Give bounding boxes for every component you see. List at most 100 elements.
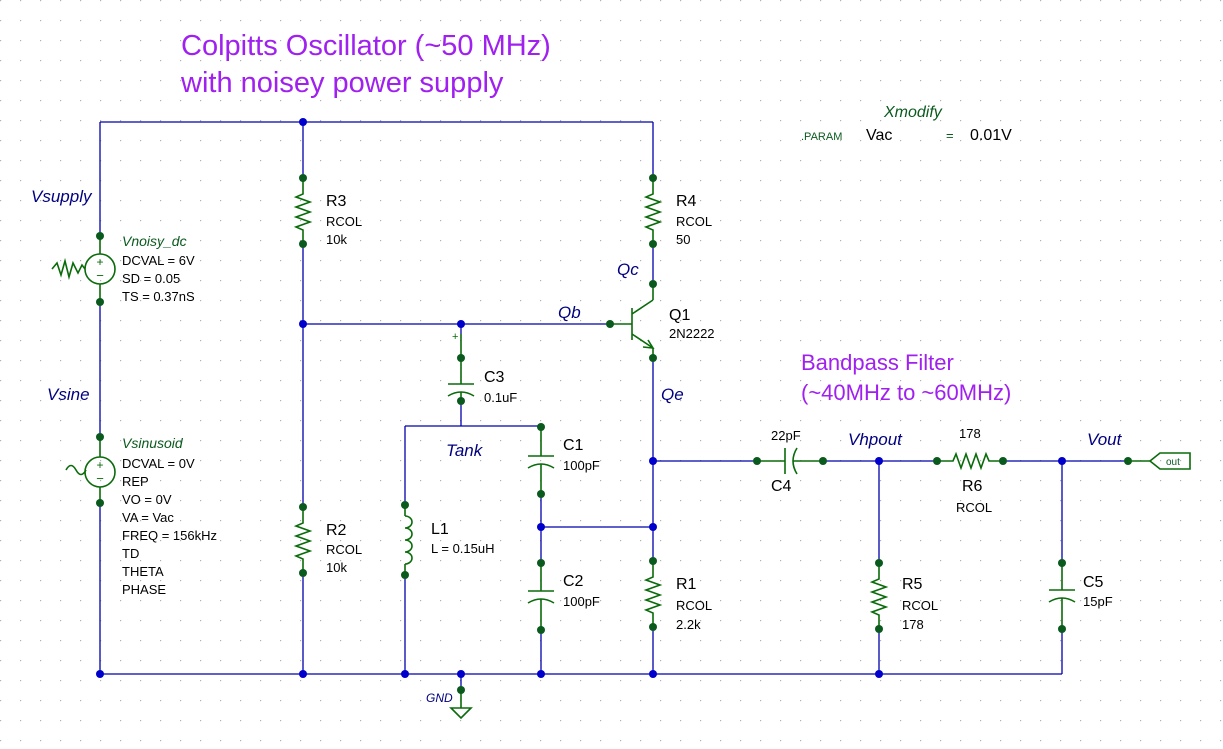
component-value: 10k	[326, 232, 347, 247]
component-model: RCOL	[902, 598, 938, 613]
resistor-r1[interactable]	[643, 557, 663, 631]
noise-voltage-source[interactable]: + −	[51, 232, 116, 306]
capacitor-c3[interactable]: +	[447, 331, 475, 405]
resistor-r3[interactable]	[293, 174, 313, 248]
component-value: 178	[959, 426, 981, 441]
label-c1: C1 100pF	[563, 437, 600, 473]
param-keyword: .PARAM	[801, 131, 842, 143]
sine-source-label: Vsinusoid DCVAL = 0V REP VO = 0V VA = Va…	[122, 435, 217, 597]
component-model: RCOL	[956, 500, 992, 515]
capacitor-c4[interactable]	[753, 447, 827, 475]
resistor-r5[interactable]	[869, 559, 889, 633]
component-value: 15pF	[1083, 594, 1113, 609]
source-param: REP	[122, 474, 149, 489]
title-line-1: Colpitts Oscillator (~50 MHz)	[181, 30, 551, 62]
label-r4: R4 RCOL 50	[676, 193, 712, 247]
capacitor-c2[interactable]	[527, 559, 555, 634]
label-r6: 178 R6 RCOL	[956, 426, 992, 515]
component-value: 50	[676, 232, 690, 247]
resistor-r6[interactable]	[933, 451, 1007, 471]
component-model: 2N2222	[669, 326, 715, 341]
label-q1: Q1 2N2222	[669, 307, 715, 341]
component-ref: C1	[563, 437, 584, 454]
source-name: Vsinusoid	[122, 435, 184, 451]
component-value: 22pF	[771, 428, 801, 443]
output-port-label: out	[1166, 457, 1180, 468]
title-line-2: with noisey power supply	[180, 67, 504, 99]
svg-text:−: −	[96, 268, 104, 283]
param-equals: =	[946, 128, 954, 143]
source-param: THETA	[122, 564, 164, 579]
component-ref: Q1	[669, 307, 690, 324]
net-label-gnd: GND	[426, 691, 453, 705]
component-ref: C4	[771, 478, 792, 495]
param-value: 0.01V	[970, 127, 1012, 144]
source-param: FREQ = 156kHz	[122, 528, 217, 543]
label-c2: C2 100pF	[563, 573, 600, 609]
noise-source-label: Vnoisy_dc DCVAL = 6V SD = 0.05 TS = 0.37…	[122, 233, 195, 304]
svg-text:+: +	[96, 255, 103, 269]
component-ref: R4	[676, 193, 697, 210]
param-name: Vac	[866, 127, 892, 144]
component-ref: C5	[1083, 574, 1104, 591]
component-value: 178	[902, 617, 924, 632]
source-param: SD = 0.05	[122, 271, 180, 286]
source-param: VA = Vac	[122, 510, 174, 525]
label-r3: R3 RCOL 10k	[326, 193, 362, 247]
label-c5: C5 15pF	[1083, 574, 1113, 609]
ground-symbol	[449, 686, 473, 720]
source-name: Vnoisy_dc	[122, 233, 187, 249]
component-ref: R3	[326, 193, 347, 210]
capacitor-c5[interactable]	[1048, 559, 1076, 633]
component-ref: R5	[902, 576, 923, 593]
svg-text:+: +	[452, 331, 458, 343]
component-ref: R2	[326, 522, 347, 539]
component-value: 10k	[326, 560, 347, 575]
source-param: TD	[122, 546, 139, 561]
net-label-qe: Qe	[661, 385, 684, 404]
output-port[interactable]	[1124, 452, 1191, 470]
label-c4: 22pF C4	[771, 428, 801, 495]
sine-voltage-source[interactable]: + −	[65, 433, 116, 507]
net-label-vsine: Vsine	[47, 385, 90, 404]
param-block[interactable]: Xmodify .PARAM Vac = 0.01V	[801, 104, 1012, 144]
capacitor-c1[interactable]	[527, 423, 555, 498]
component-model: RCOL	[676, 598, 712, 613]
net-label-qc: Qc	[617, 260, 639, 279]
component-model: RCOL	[676, 214, 712, 229]
label-l1: L1 L = 0.15uH	[431, 521, 494, 556]
net-label-vsupply: Vsupply	[31, 187, 93, 206]
component-ref: R6	[962, 478, 983, 495]
net-label-qb: Qb	[558, 303, 581, 322]
component-value: 100pF	[563, 594, 600, 609]
filter-label-line-2: (~40MHz to ~60MHz)	[801, 380, 1011, 405]
component-ref: R1	[676, 576, 697, 593]
net-label-tank: Tank	[446, 441, 484, 460]
component-value: 100pF	[563, 458, 600, 473]
component-value: 2.2k	[676, 617, 701, 632]
source-param: PHASE	[122, 582, 166, 597]
net-label-vhpout: Vhpout	[848, 430, 903, 449]
component-ref: C3	[484, 369, 505, 386]
source-param: TS = 0.37nS	[122, 289, 195, 304]
resistor-r4[interactable]	[643, 174, 663, 248]
svg-text:−: −	[96, 471, 104, 486]
param-header: Xmodify	[883, 104, 943, 121]
svg-text:+: +	[96, 458, 103, 472]
filter-label-line-1: Bandpass Filter	[801, 350, 954, 375]
component-value: L = 0.15uH	[431, 541, 494, 556]
junction-nodes	[96, 118, 1066, 678]
label-r2: R2 RCOL 10k	[326, 522, 362, 575]
component-ref: L1	[431, 521, 449, 538]
transistor-q1[interactable]	[606, 280, 657, 362]
source-param: VO = 0V	[122, 492, 172, 507]
resistor-r2[interactable]	[293, 503, 313, 577]
label-r1: R1 RCOL 2.2k	[676, 576, 712, 632]
label-r5: R5 RCOL 178	[902, 576, 938, 632]
component-value: 0.1uF	[484, 390, 517, 405]
source-param: DCVAL = 6V	[122, 253, 195, 268]
component-model: RCOL	[326, 214, 362, 229]
inductor-l1[interactable]	[401, 501, 413, 579]
